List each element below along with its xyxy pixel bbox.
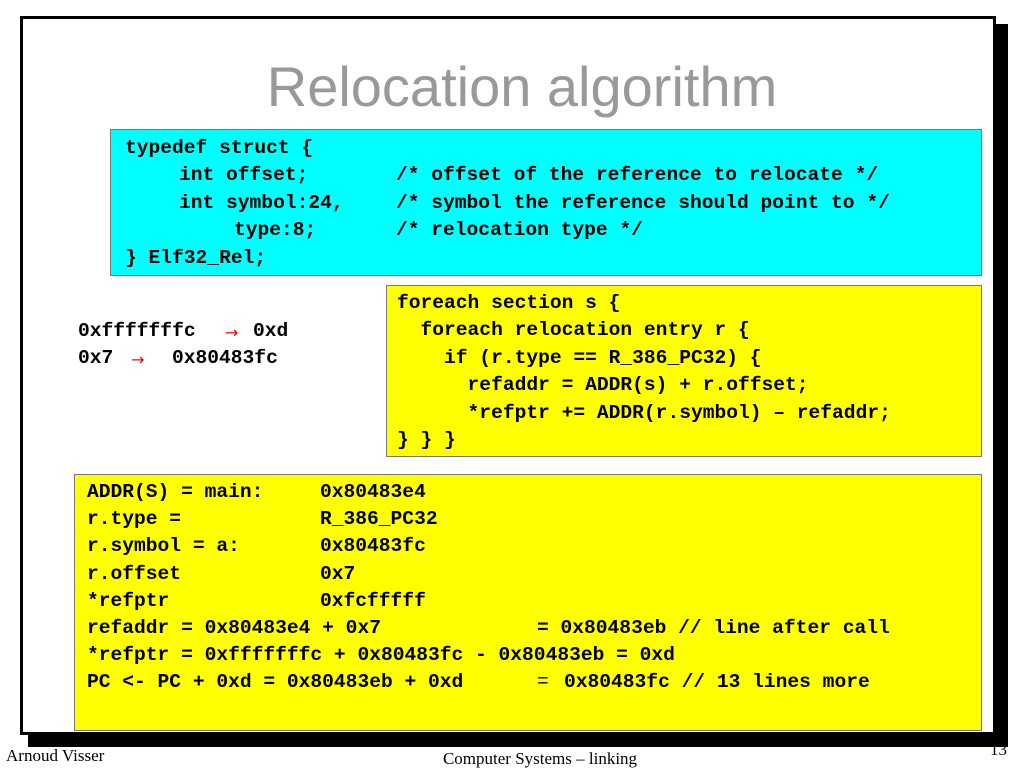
code-line: typedef struct { (125, 137, 981, 164)
code-line: *refptr += ADDR(r.symbol) – refaddr; (397, 402, 981, 429)
calc-expression: refaddr = 0x80483e4 + 0x7 (87, 616, 381, 639)
code-text: int offset; (179, 164, 309, 187)
page-number: 13 (990, 740, 1007, 759)
calc-equals: = (537, 671, 549, 694)
address-mapping: 0xfffffffc → 0xd 0x7 → 0x80483fc (78, 320, 288, 375)
slide-title: Relocation algorithm (266, 55, 778, 118)
code-line: foreach section s { (397, 292, 981, 319)
calc-row: refaddr = 0x80483e4 + 0x7 = 0x80483eb //… (87, 617, 981, 644)
calc-value: R_386_PC32 (320, 508, 438, 531)
calc-row: r.symbol = a: 0x80483fc (87, 535, 981, 562)
calc-label: *refptr (87, 589, 170, 612)
code-line: if (r.type == R_386_PC32) { (397, 347, 981, 374)
code-line: int offset; /* offset of the reference t… (125, 164, 981, 191)
calc-label: r.type = (87, 508, 182, 531)
calc-label: r.symbol = a: (87, 535, 240, 558)
code-line: refaddr = ADDR(s) + r.offset; (397, 374, 981, 401)
calc-row: r.offset 0x7 (87, 563, 981, 590)
code-text: *refptr += ADDR(r.symbol) – refaddr; (397, 401, 891, 424)
right-arrow-icon: → (131, 350, 145, 370)
code-text: if (r.type == R_386_PC32) { (397, 346, 762, 369)
code-line: } } } (397, 429, 981, 456)
code-text: int symbol:24, (179, 191, 344, 214)
calc-expression: PC <- PC + 0xd = 0x80483eb + 0xd (87, 671, 464, 694)
code-text: typedef struct { (125, 137, 314, 159)
calculation-block: ADDR(S) = main: 0x80483e4 r.type = R_386… (74, 474, 982, 731)
mapping-row: 0xfffffffc → 0xd (78, 320, 288, 347)
footer-course-title: Computer Systems – linking (442, 749, 638, 768)
code-text: type:8; (234, 219, 317, 242)
footer-author: Arnoud Visser (6, 746, 105, 765)
relocation-loop-block: foreach section s { foreach relocation e… (386, 285, 982, 457)
calc-label: r.offset (87, 562, 182, 585)
code-text: refaddr = ADDR(s) + r.offset; (397, 374, 809, 397)
calc-row: r.type = R_386_PC32 (87, 508, 981, 535)
code-text: foreach relocation entry r { (397, 319, 750, 342)
calc-label: ADDR(S) = main: (87, 481, 264, 503)
calc-value: 0xfcfffff (320, 589, 426, 612)
mapping-to: 0xd (253, 320, 289, 342)
code-comment: /* offset of the reference to relocate *… (396, 164, 879, 187)
mapping-to: 0x80483fc (172, 347, 278, 370)
right-arrow-icon: → (225, 323, 239, 342)
mapping-from: 0xfffffffc (78, 320, 196, 342)
calc-result: 0x80483fc // 13 lines more (564, 671, 870, 694)
mapping-from: 0x7 (78, 347, 114, 370)
mapping-row: 0x7 → 0x80483fc (78, 347, 278, 374)
code-text: foreach section s { (397, 292, 621, 314)
calc-result: = 0x80483eb // line after call (537, 616, 890, 639)
code-text: } Elf32_Rel; (125, 246, 267, 269)
calc-value: 0x80483e4 (320, 481, 426, 503)
code-line: type:8; /* relocation type */ (125, 219, 981, 246)
code-comment: /* symbol the reference should point to … (396, 191, 890, 214)
calc-value: 0x80483fc (320, 535, 426, 558)
calc-row: ADDR(S) = main: 0x80483e4 (87, 481, 981, 508)
code-text: } } } (397, 428, 456, 451)
code-comment: /* relocation type */ (396, 219, 643, 242)
calc-row: *refptr = 0xfffffffc + 0x80483fc - 0x804… (87, 644, 981, 671)
calc-value: 0x7 (320, 562, 356, 585)
code-line: foreach relocation entry r { (397, 319, 981, 346)
calc-row: PC <- PC + 0xd = 0x80483eb + 0xd = 0x804… (87, 671, 981, 698)
struct-code-block: typedef struct { int offset; /* offset o… (110, 129, 982, 276)
calc-expression: *refptr = 0xfffffffc + 0x80483fc - 0x804… (87, 644, 675, 667)
code-line: } Elf32_Rel; (125, 247, 981, 274)
code-line: int symbol:24, /* symbol the reference s… (125, 192, 981, 219)
calc-row: *refptr 0xfcfffff (87, 590, 981, 617)
